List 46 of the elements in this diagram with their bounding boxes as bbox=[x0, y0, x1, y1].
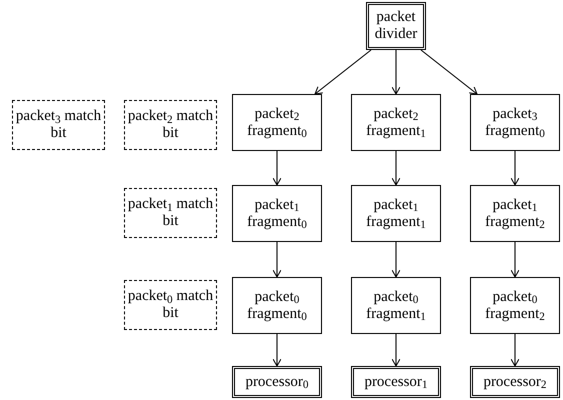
process-box bbox=[351, 94, 441, 151]
arrow bbox=[392, 150, 400, 186]
process-box bbox=[232, 94, 322, 151]
dashed-box bbox=[12, 100, 105, 150]
arrow bbox=[392, 334, 400, 366]
box-label: packet$_{2}$ fragment$_{0}$ bbox=[246, 106, 308, 140]
box-label: packet$_{0}$ fragment$_{2}$ bbox=[484, 288, 546, 322]
double-border-box bbox=[351, 366, 441, 398]
double-border-box bbox=[232, 366, 322, 398]
arrow bbox=[272, 150, 282, 186]
box-label: packet$_{1}$ fragment$_{0}$ bbox=[246, 196, 308, 230]
box-label: packet$_{0}$ match bit bbox=[126, 288, 214, 322]
box-label: packet$_{1}$ match bit bbox=[126, 196, 214, 230]
process-box bbox=[470, 277, 560, 334]
process-box bbox=[351, 277, 441, 334]
arrow bbox=[314, 50, 372, 94]
dashed-box bbox=[124, 280, 217, 330]
arrow bbox=[272, 242, 282, 278]
box-label: packet$_{1}$ fragment$_{2}$ bbox=[484, 196, 546, 230]
box-label: packet$_{1}$ fragment$_{1}$ bbox=[365, 196, 427, 230]
double-border-box bbox=[470, 366, 560, 398]
box-label: processor$_{2}$ bbox=[483, 374, 547, 390]
process-box bbox=[232, 185, 322, 242]
process-box bbox=[470, 185, 560, 242]
box-label: packet$_{0}$ fragment$_{0}$ bbox=[246, 288, 308, 322]
box-label: packet$_{3}$ match bit bbox=[14, 108, 102, 142]
process-box bbox=[470, 94, 560, 151]
arrow bbox=[392, 50, 400, 94]
dashed-box bbox=[124, 100, 217, 150]
arrow bbox=[510, 150, 520, 186]
box-label: packet divider bbox=[374, 9, 418, 43]
box-label: packet$_{2}$ fragment$_{1}$ bbox=[365, 106, 427, 140]
box-label: packet$_{3}$ fragment$_{0}$ bbox=[484, 106, 546, 140]
arrow bbox=[510, 334, 520, 366]
box-label: packet$_{2}$ match bit bbox=[126, 108, 214, 142]
dashed-box bbox=[124, 188, 217, 238]
double-border-box bbox=[366, 2, 426, 50]
box-label: packet$_{0}$ fragment$_{1}$ bbox=[365, 288, 427, 322]
arrow bbox=[392, 242, 400, 278]
box-label: processor$_{0}$ bbox=[245, 374, 309, 390]
box-label: processor$_{1}$ bbox=[364, 374, 428, 390]
arrow bbox=[510, 242, 520, 278]
arrow bbox=[420, 50, 478, 94]
process-box bbox=[351, 185, 441, 242]
arrow bbox=[272, 334, 282, 366]
process-box bbox=[232, 277, 322, 334]
